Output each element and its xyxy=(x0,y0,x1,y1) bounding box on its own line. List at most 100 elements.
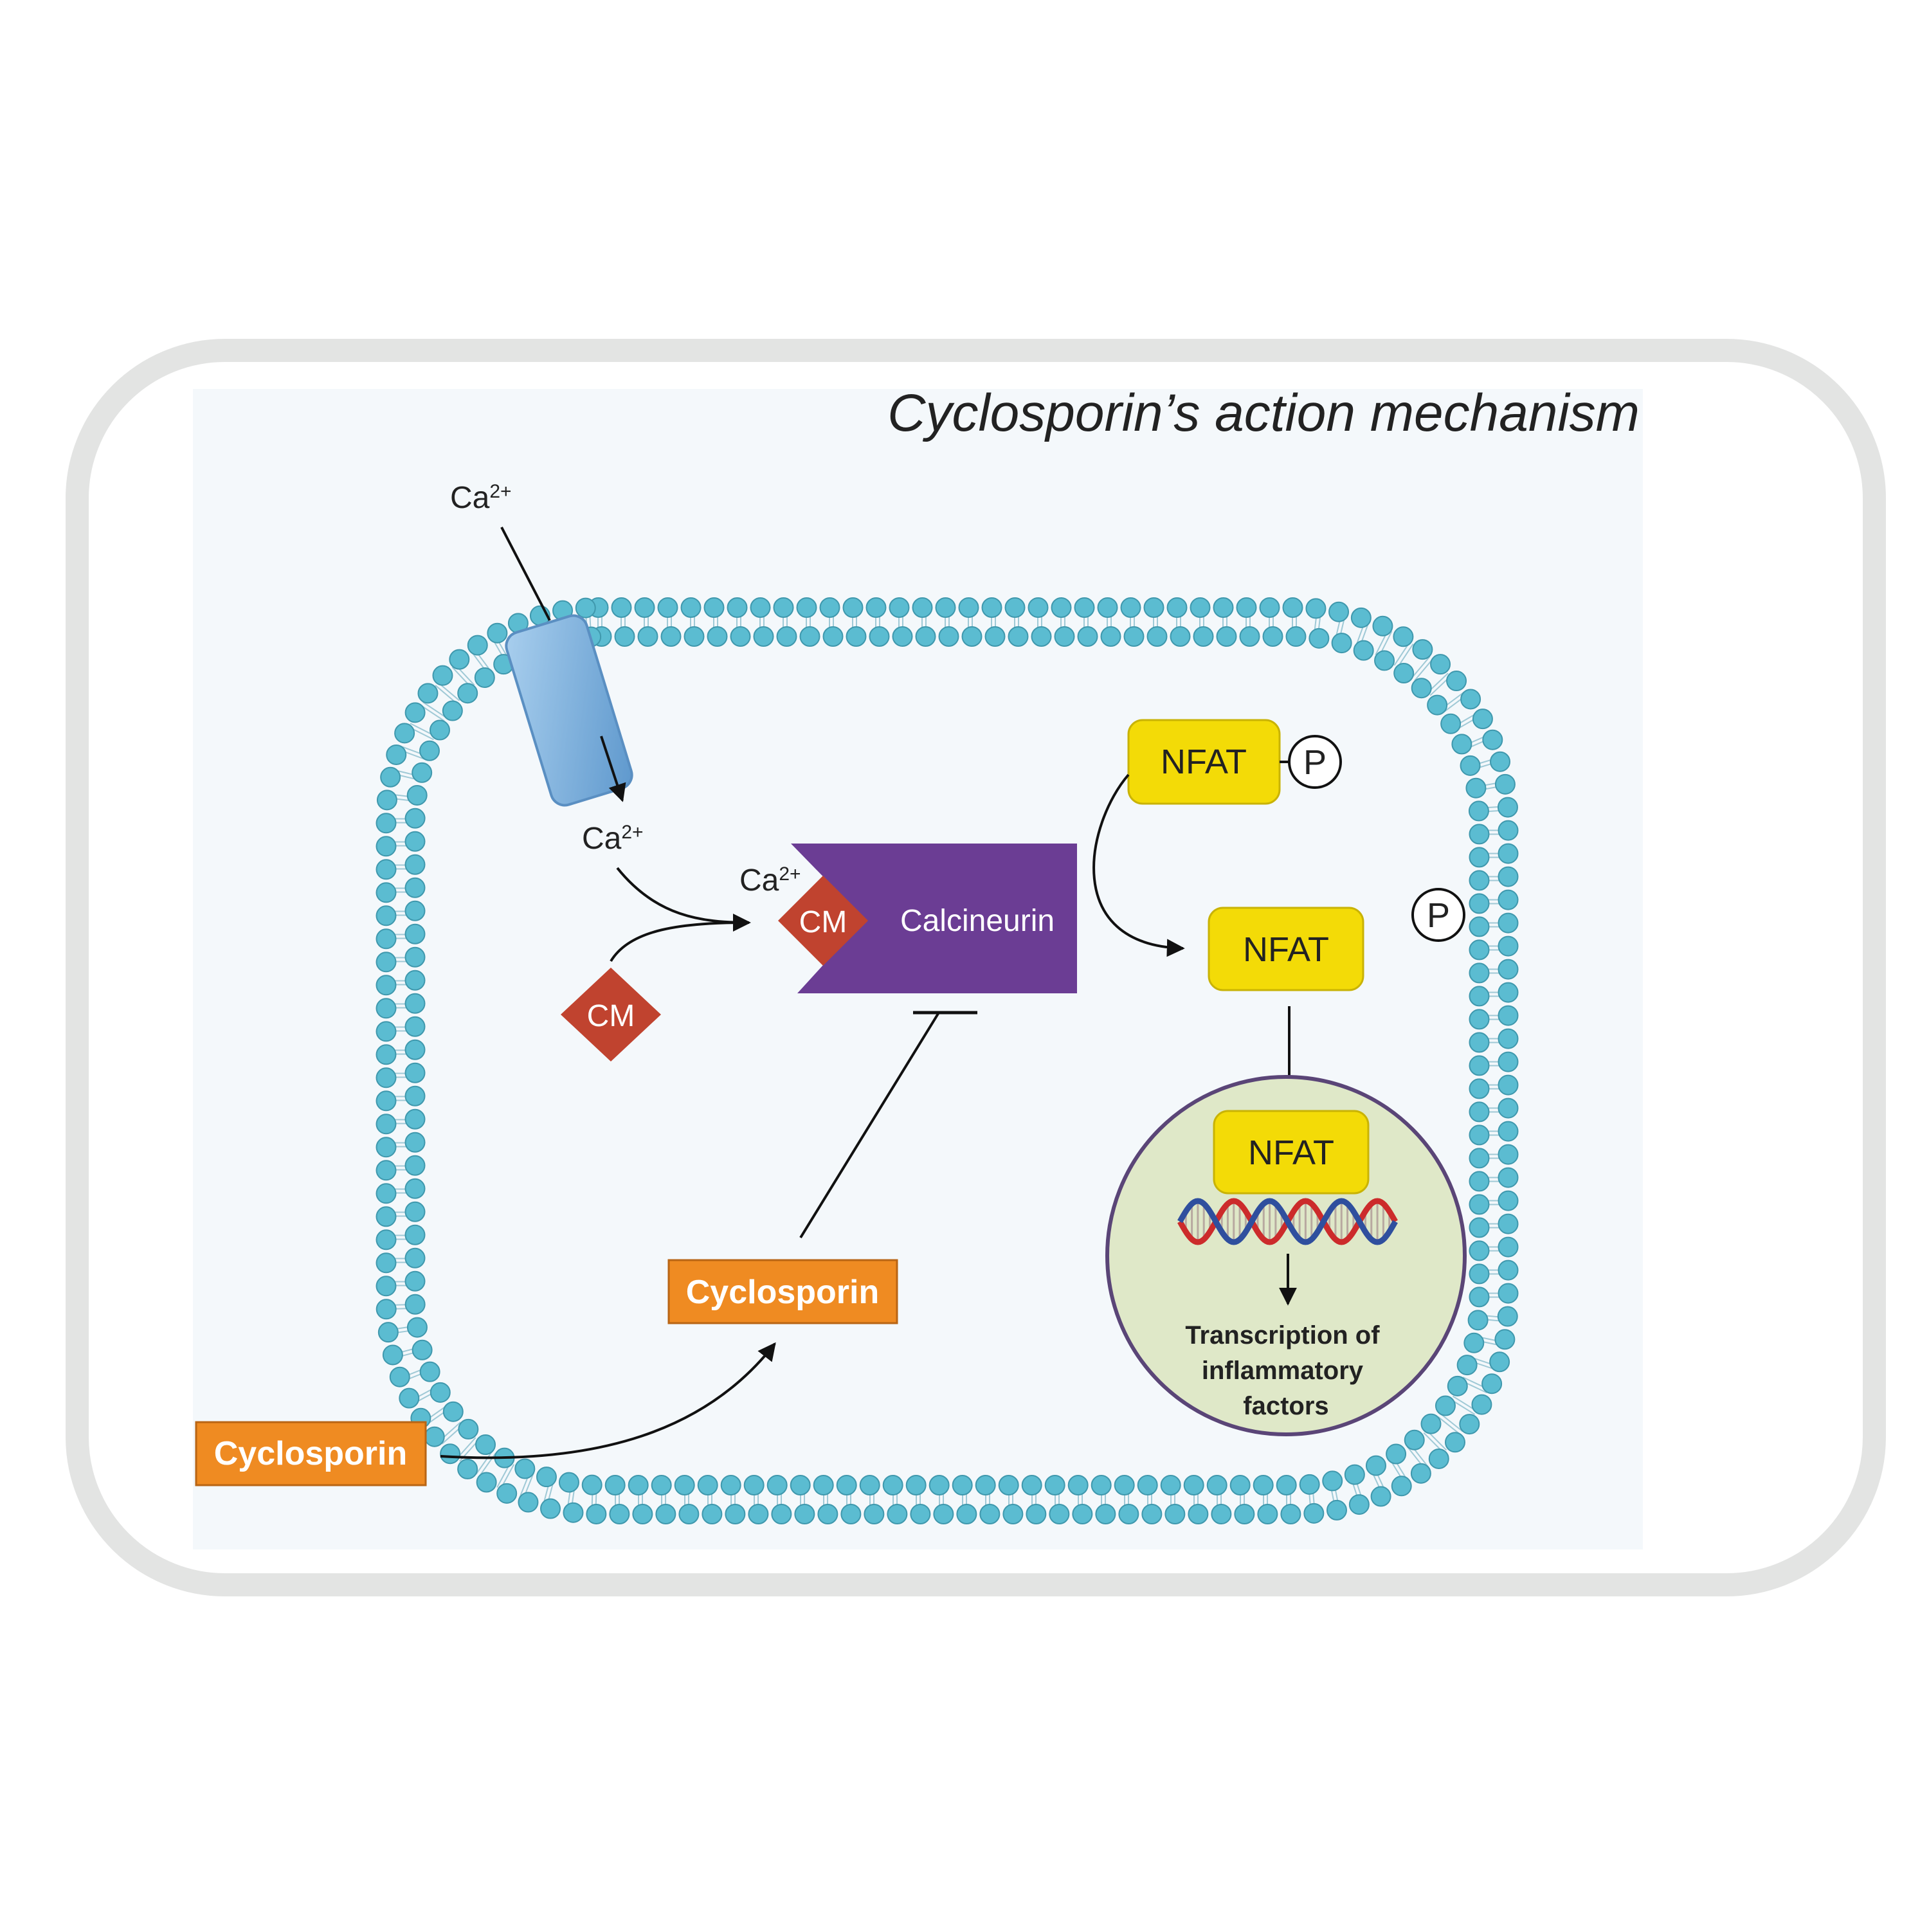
lipid-head xyxy=(1260,598,1280,617)
lipid-head xyxy=(440,1444,460,1463)
lipid-head xyxy=(377,1276,396,1296)
lipid-head xyxy=(406,1179,425,1198)
lipid-head xyxy=(559,1473,579,1492)
lipid-head xyxy=(698,1476,718,1495)
lipid-head xyxy=(777,627,797,646)
lipid-head xyxy=(1470,1218,1489,1237)
lipid-head xyxy=(1214,598,1233,617)
lipid-head xyxy=(774,598,793,617)
lipid-head xyxy=(615,627,635,646)
lipid-head xyxy=(406,1202,425,1222)
lipid-head xyxy=(1499,1214,1518,1234)
lipid-head xyxy=(377,1045,396,1064)
lipid-head xyxy=(1184,1476,1204,1495)
lipid-head xyxy=(1055,627,1074,646)
lipid-head xyxy=(1499,1145,1518,1164)
lipid-head xyxy=(1470,1056,1489,1075)
lipid-head xyxy=(487,624,507,643)
lipid-head xyxy=(1469,801,1489,820)
lipid-head xyxy=(772,1504,791,1524)
lipid-head xyxy=(377,929,396,948)
ca-ion-base: Ca xyxy=(582,822,622,856)
lipid-head xyxy=(656,1504,675,1524)
lipid-head xyxy=(1393,627,1413,646)
lipid-head xyxy=(1217,627,1236,646)
lipid-head xyxy=(1304,1504,1323,1523)
cyclosporin-internal-label: Cyclosporin xyxy=(686,1274,880,1311)
calmodulin-free-label: CM xyxy=(587,999,635,1033)
lipid-head xyxy=(1026,1504,1046,1524)
lipid-head xyxy=(976,1476,995,1495)
lipid-head xyxy=(633,1504,652,1524)
lipid-head xyxy=(864,1504,883,1524)
lipid-head xyxy=(721,1476,741,1495)
lipid-head xyxy=(1436,1396,1455,1416)
transcription-line-1: Transcription of xyxy=(1185,1321,1380,1350)
lipid-head xyxy=(1470,847,1489,867)
lipid-head xyxy=(1470,1287,1489,1306)
lipid-head xyxy=(1350,1495,1369,1514)
lipid-head xyxy=(377,836,396,856)
lipid-head xyxy=(983,598,1002,617)
lipid-head xyxy=(1263,627,1283,646)
lipid-head xyxy=(1483,730,1502,750)
lipid-head xyxy=(870,627,889,646)
lipid-head xyxy=(377,998,396,1018)
lipid-head xyxy=(406,1249,425,1268)
lipid-head xyxy=(1470,1009,1489,1029)
lipid-head xyxy=(1231,1476,1250,1495)
lipid-head xyxy=(1323,1471,1342,1490)
lipid-head xyxy=(377,1114,396,1133)
lipid-head xyxy=(379,1323,398,1342)
lipid-head xyxy=(1499,960,1518,979)
lipid-head xyxy=(1145,598,1164,617)
cyclosporin-external-label: Cyclosporin xyxy=(214,1435,408,1472)
lipid-head xyxy=(431,1383,450,1402)
lipid-head xyxy=(1499,1076,1518,1095)
lipid-head xyxy=(1235,1504,1254,1524)
lipid-head xyxy=(1470,1148,1489,1168)
lipid-head xyxy=(705,598,724,617)
lipid-head xyxy=(377,883,396,902)
lipid-head xyxy=(1208,1476,1227,1495)
lipid-head xyxy=(1300,1475,1319,1494)
lipid-head xyxy=(1470,917,1489,936)
lipid-head xyxy=(430,721,449,740)
lipid-head xyxy=(847,627,866,646)
lipid-head xyxy=(1254,1476,1273,1495)
lipid-head xyxy=(1194,627,1213,646)
lipid-head xyxy=(1171,627,1190,646)
lipid-head xyxy=(406,878,425,898)
lipid-head xyxy=(1490,752,1510,772)
lipid-head xyxy=(1448,1377,1467,1396)
ca-ion-base: Ca xyxy=(739,863,779,898)
lipid-head xyxy=(1029,598,1048,617)
lipid-head xyxy=(377,1091,396,1110)
lipid-head xyxy=(406,1087,425,1106)
lipid-head xyxy=(791,1476,810,1495)
lipid-head xyxy=(1499,1006,1518,1025)
lipid-head xyxy=(1470,1264,1489,1283)
lipid-head xyxy=(1096,1504,1115,1524)
lipid-head xyxy=(406,1133,425,1152)
lipid-head xyxy=(1470,986,1489,1006)
lipid-head xyxy=(1032,627,1051,646)
lipid-head xyxy=(1046,1476,1065,1495)
lipid-head xyxy=(537,1467,556,1486)
lipid-head xyxy=(408,1318,427,1337)
lipid-head xyxy=(406,925,425,944)
lipid-head xyxy=(1499,1052,1518,1072)
lipid-head xyxy=(406,1225,425,1245)
lipid-head xyxy=(1188,1504,1208,1524)
lipid-head xyxy=(1258,1504,1277,1524)
lipid-head xyxy=(1101,627,1121,646)
lipid-head xyxy=(679,1504,698,1524)
transcription-line-2: inflammatory xyxy=(1202,1357,1364,1385)
lipid-head xyxy=(708,627,727,646)
lipid-head xyxy=(1499,821,1518,840)
lipid-head xyxy=(980,1504,999,1524)
lipid-head xyxy=(406,855,425,874)
lipid-head xyxy=(381,768,400,787)
lipid-head xyxy=(406,832,425,851)
